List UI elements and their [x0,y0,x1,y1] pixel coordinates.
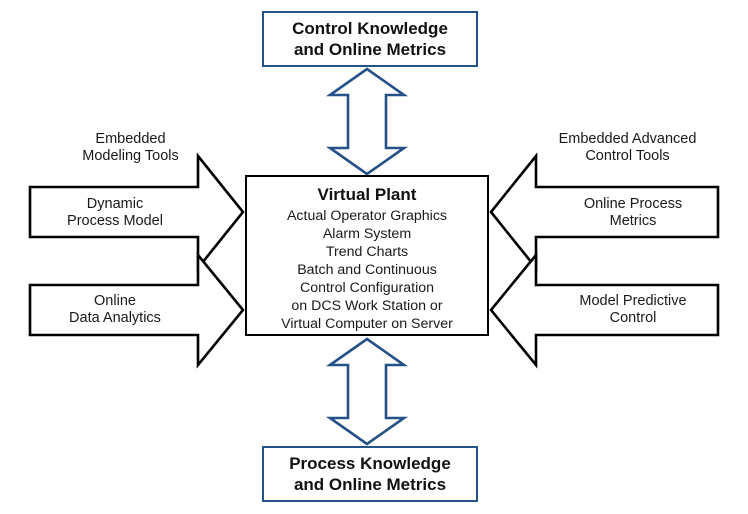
model-predictive-control-arrow-label: Model Predictive Control [579,293,687,327]
virtual-plant-line: Trend Charts [325,244,409,261]
virtual-plant-line: Batch and Continuous [297,262,437,279]
online-process-metrics-arrow-label: Online Process Metrics [583,196,683,230]
virtual-plant-line: Control Configuration [299,280,435,297]
dynamic-process-model-arrow-label: Dynamic Process Model [67,196,163,230]
online-data-analytics-arrow-label: Online Data Analytics [69,293,161,327]
virtual-plant-line: Virtual Computer on Server [281,316,453,333]
double-headed-vertical-arrow-icon-top [325,67,409,176]
virtual-plant-line: Actual Operator Graphics [286,208,448,225]
embedded-advanced-control-tools-caption: Embedded Advanced Control Tools [558,131,697,165]
process-knowledge-box-label: Process Knowledge and Online Metrics [289,453,451,494]
virtual-plant-detail-lines: Actual Operator Graphics Alarm System Tr… [281,207,453,333]
control-knowledge-box: Control Knowledge and Online Metrics [262,11,478,67]
control-knowledge-box-label: Control Knowledge and Online Metrics [292,18,448,59]
double-headed-vertical-arrow-icon-bottom [325,337,409,446]
virtual-plant-title: Virtual Plant [317,185,417,204]
embedded-modeling-tools-caption: Embedded Modeling Tools [82,131,179,165]
virtual-plant-line: Alarm System [322,226,412,243]
process-knowledge-box: Process Knowledge and Online Metrics [262,446,478,502]
virtual-plant-box: Virtual Plant Actual Operator Graphics A… [245,175,489,336]
virtual-plant-line: on DCS Work Station or [291,298,443,315]
